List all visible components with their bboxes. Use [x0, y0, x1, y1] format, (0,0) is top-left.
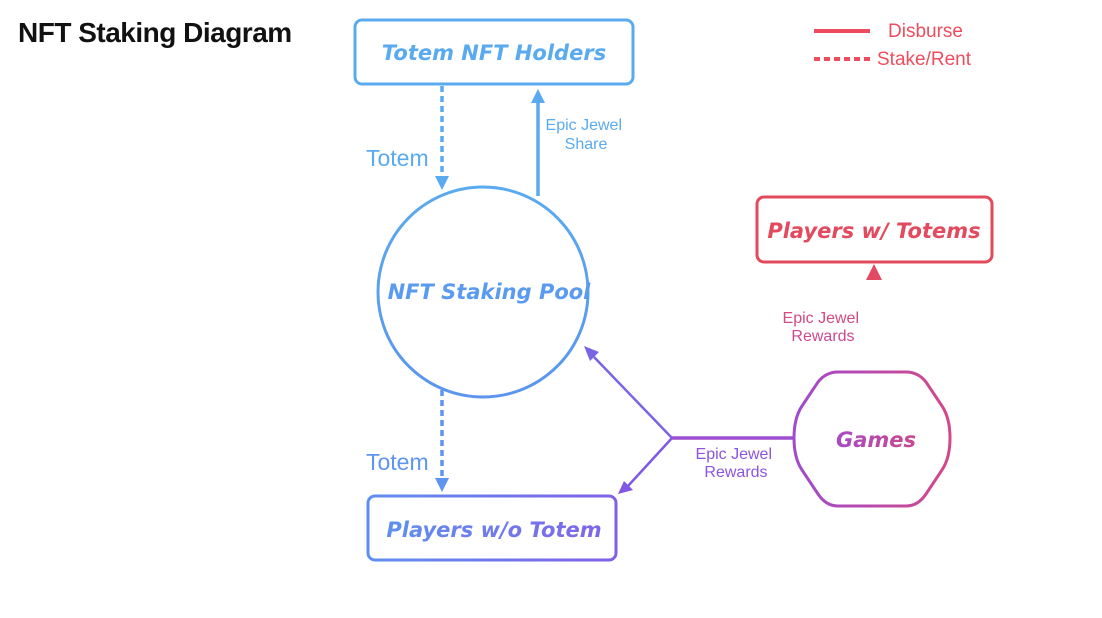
edge-games-to-players-with-arrowhead: [866, 264, 882, 280]
games-node[interactable]: Games: [792, 370, 952, 508]
games-shape: [792, 370, 952, 508]
edge-split-to-pool-arrowhead: [584, 346, 599, 361]
players-without-totem-label: Players w/o Totem: [386, 518, 601, 542]
nft-staking-pool-circle: [376, 185, 590, 399]
edge-split-to-players-arrowhead: [618, 481, 633, 494]
edge-pool-to-players-without: [435, 390, 449, 492]
diagram-title: NFT Staking Diagram: [18, 17, 292, 48]
edge-games-to-players-with: [866, 264, 882, 372]
edge-pool-to-players-without-arrowhead: [435, 478, 449, 492]
totem-nft-holders-label: Totem NFT Holders: [382, 41, 606, 65]
edge-holders-to-pool-arrowhead: [435, 176, 449, 190]
totem-nft-holders-box: [353, 18, 635, 86]
edge-pool-to-holders: [531, 89, 545, 196]
edge-games-split-rewards: [584, 346, 808, 494]
games-label: Games: [836, 428, 916, 452]
players-with-totems-label: Players w/ Totems: [767, 219, 980, 243]
players-without-totem-box: [366, 494, 618, 562]
edge-pool-to-holders-arrowhead: [531, 89, 545, 103]
nft-staking-pool-node[interactable]: NFT Staking Pool: [376, 185, 592, 399]
games-to-players-rewards-label: Epic Jewel Rewards: [783, 310, 864, 345]
games-split-rewards-label: Epic Jewel Rewards: [696, 446, 777, 481]
pool-to-holders-share-label: Epic Jewel Share: [546, 117, 627, 153]
pool-to-players-totem-label: Totem: [366, 449, 429, 475]
edge-split-to-pool-line: [593, 356, 673, 439]
legend-disburse-label: Disburse: [888, 21, 963, 42]
players-without-totem-node[interactable]: Players w/o Totem: [366, 494, 618, 562]
legend: Disburse Stake/Rent: [814, 21, 972, 70]
edge-holders-to-pool: [435, 86, 449, 190]
holders-to-pool-totem-label: Totem: [366, 145, 429, 171]
legend-stake-rent-label: Stake/Rent: [877, 49, 972, 70]
edge-split-to-players-line: [627, 437, 673, 487]
totem-nft-holders-node[interactable]: Totem NFT Holders: [353, 18, 635, 86]
players-with-totems-box: [755, 195, 994, 264]
players-with-totems-node[interactable]: Players w/ Totems: [755, 195, 994, 264]
nft-staking-pool-label: NFT Staking Pool: [388, 280, 592, 304]
